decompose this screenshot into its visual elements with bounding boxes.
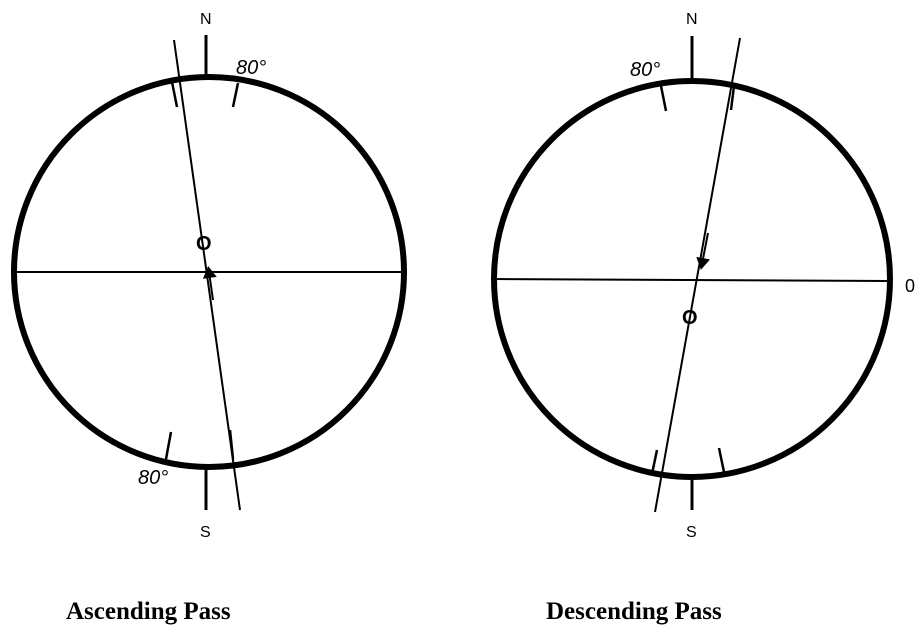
descending-track-tick-bottom — [650, 449, 659, 475]
descending-north-label: N — [686, 11, 698, 28]
ascending-direction-arrow — [202, 266, 217, 301]
descending-pass-caption: Descending Pass — [546, 598, 722, 625]
descending-angle-top: 80° — [630, 59, 660, 81]
ascending-pass-caption: Ascending Pass — [66, 598, 231, 625]
descending-track-tick-top — [729, 85, 736, 111]
descending-pass-diagram: N S 80° O 0 — [491, 11, 915, 541]
ascending-80-tick-top — [231, 82, 240, 108]
ascending-pass-diagram: N S 80° 80° O — [11, 11, 407, 541]
descending-direction-arrow — [696, 232, 711, 270]
descending-equator-line — [493, 278, 891, 282]
ascending-center-label: O — [196, 233, 212, 255]
descending-edge-label: 0 — [905, 276, 915, 296]
ascending-south-label: S — [200, 524, 211, 541]
ascending-angle-top: 80° — [236, 57, 266, 79]
descending-center-label: O — [682, 307, 698, 329]
descending-80-tick-bottom — [717, 447, 726, 473]
descending-south-label: S — [686, 524, 697, 541]
ascending-ground-track — [173, 39, 241, 511]
ascending-80-tick-bottom — [164, 431, 173, 460]
ascending-north-label: N — [200, 11, 212, 28]
descending-ground-track — [654, 37, 741, 513]
ascending-track-tick-top — [170, 81, 179, 108]
descending-80-tick-top — [659, 85, 668, 112]
ascending-angle-bottom: 80° — [138, 467, 168, 489]
